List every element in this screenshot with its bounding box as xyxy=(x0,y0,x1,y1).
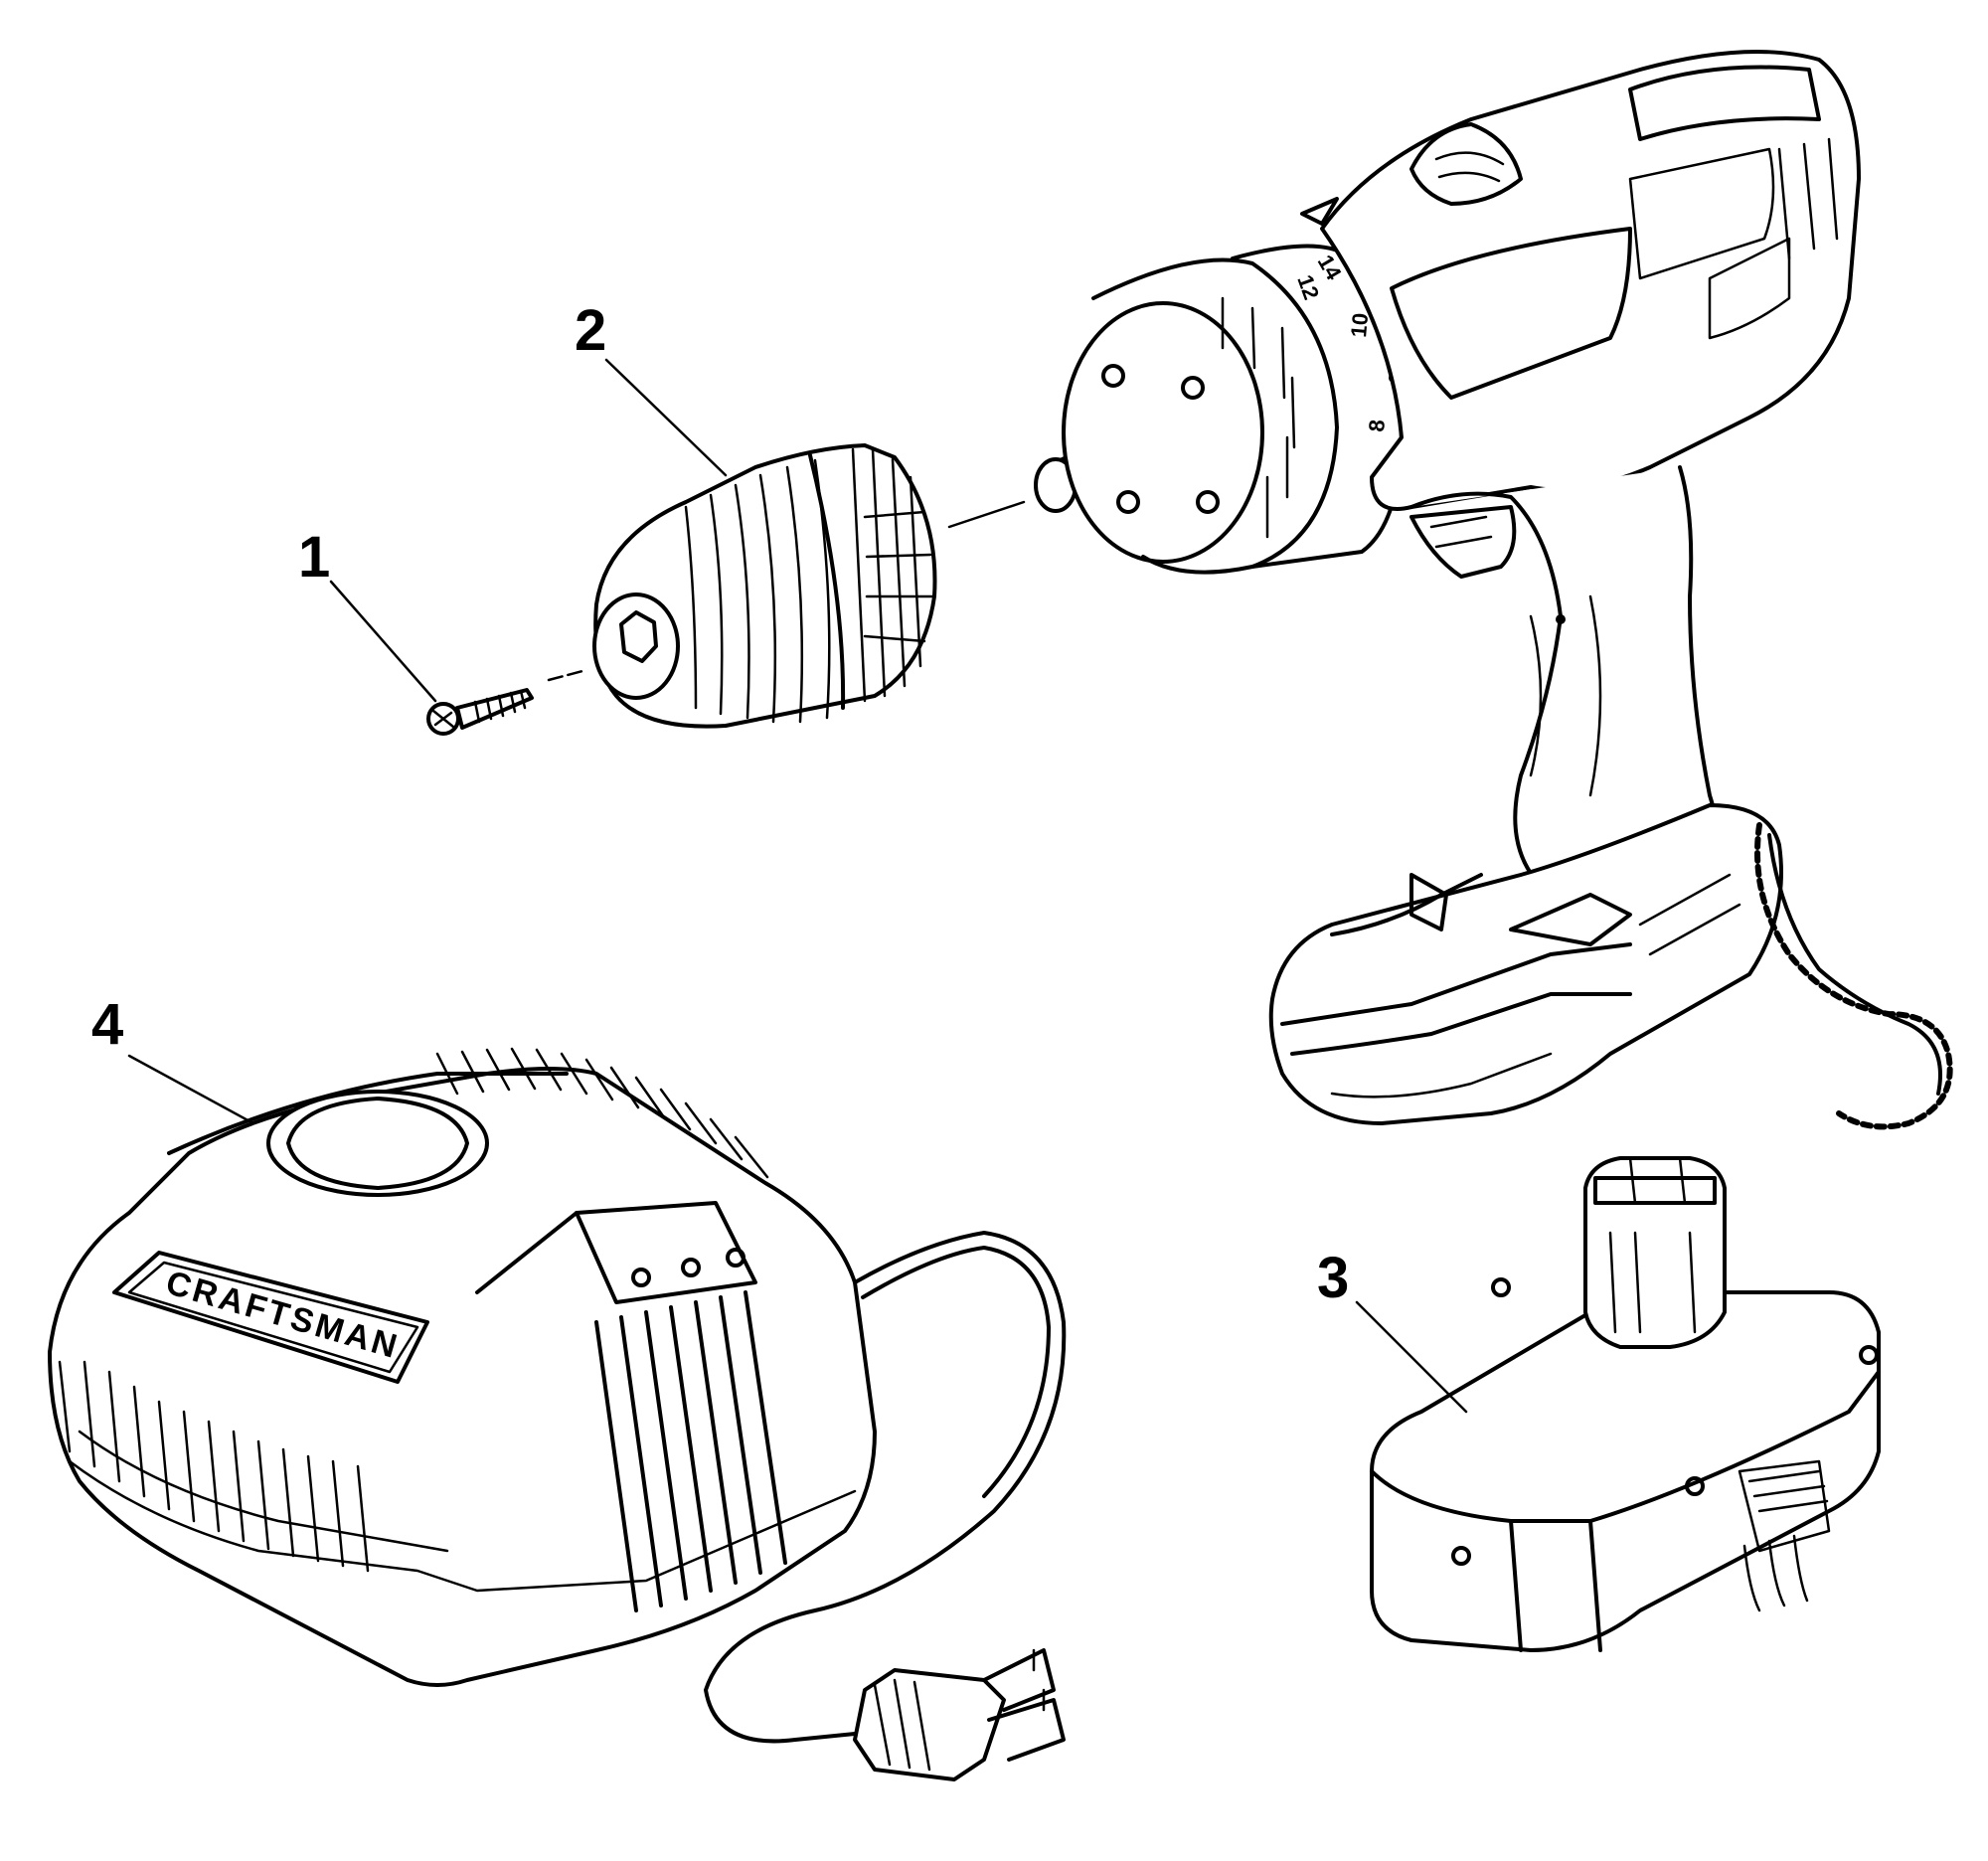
charger-body xyxy=(48,1067,877,1687)
callout-number-1: 1 xyxy=(298,525,330,590)
callout-number-3: 3 xyxy=(1317,1246,1349,1310)
screw-axis-line xyxy=(547,668,588,682)
callout-1: 1 xyxy=(298,525,437,703)
chuck-nose xyxy=(592,592,680,700)
gearbox-front xyxy=(1062,301,1264,564)
callout-4: 4 xyxy=(91,992,255,1125)
battery-latch xyxy=(1738,1459,1831,1553)
charging-well xyxy=(266,1090,489,1197)
callout-2: 2 xyxy=(575,298,728,477)
chuck-axis-line xyxy=(947,500,1026,529)
leader-line-1 xyxy=(329,580,437,703)
wrist-strap xyxy=(1754,822,1953,1130)
drill-driver: 14 12 10 8 xyxy=(1034,50,1953,1130)
leader-line-2 xyxy=(604,358,728,477)
screw xyxy=(426,688,534,736)
clutch-number: 8 xyxy=(1364,419,1390,432)
battery-stem xyxy=(1583,1156,1727,1349)
screw-shank xyxy=(455,688,534,730)
handle xyxy=(1409,465,1719,897)
leader-line-4 xyxy=(127,1054,255,1125)
battery-charger: CRAFTSMAN xyxy=(48,1047,1067,1781)
direction-switch xyxy=(1409,122,1523,206)
battery-pack xyxy=(1370,1156,1881,1652)
keyless-chuck xyxy=(592,443,937,729)
callout-number-4: 4 xyxy=(91,992,123,1057)
plug xyxy=(853,1668,1006,1781)
clutch-number: 12 xyxy=(1292,271,1324,303)
callout-3: 3 xyxy=(1317,1246,1468,1414)
torque-arrow xyxy=(1300,197,1339,226)
leader-line-3 xyxy=(1355,1300,1468,1414)
chuck-jaw-opening xyxy=(619,610,658,663)
brand-label xyxy=(112,1251,429,1384)
power-cord xyxy=(704,1231,1067,1744)
led-panel xyxy=(575,1201,757,1304)
clutch-number: 10 xyxy=(1346,312,1373,339)
callout-number-2: 2 xyxy=(575,298,606,363)
